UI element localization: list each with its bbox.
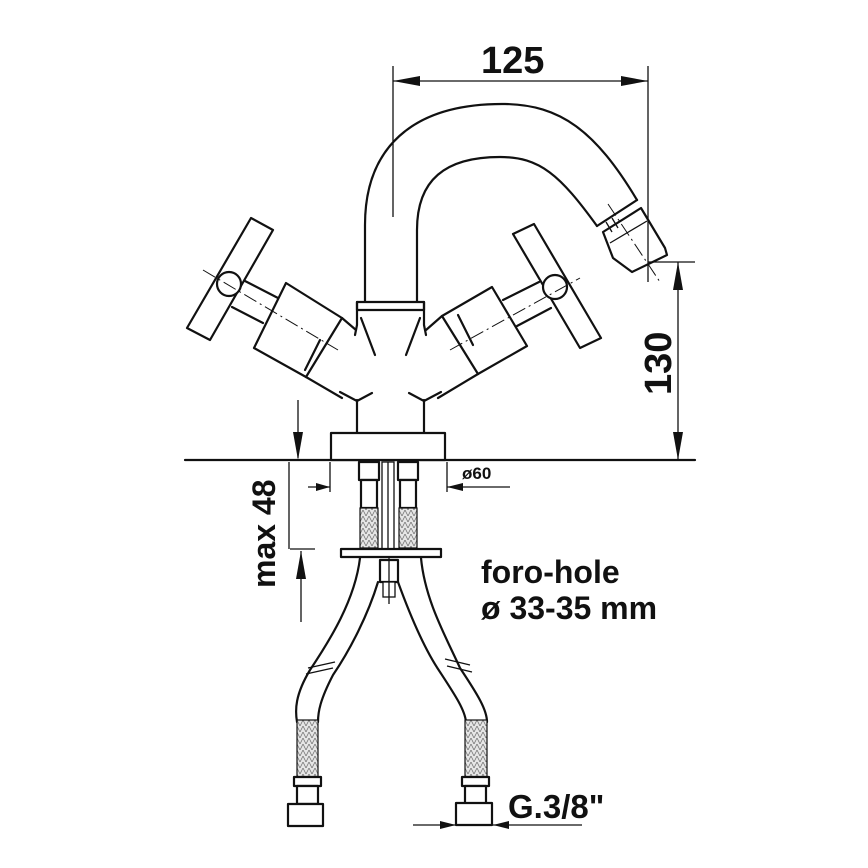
dimension-130	[648, 261, 695, 460]
mixer-body	[338, 300, 443, 434]
dimension-label-diameter-60: ø60	[462, 464, 492, 483]
dimension-label-130: 130	[638, 331, 680, 395]
hole-note-line2: ø 33-35 mm	[481, 590, 658, 626]
left-cross-handle	[185, 216, 358, 400]
dimension-diameter-60	[308, 462, 510, 492]
dimension-max-48	[288, 400, 315, 622]
flexible-braided-hoses	[294, 556, 489, 779]
hose-connectors-upper	[357, 460, 420, 549]
dimension-125	[392, 66, 649, 282]
dimension-label-max-48: max 48	[246, 479, 282, 588]
aerator-icon	[601, 203, 669, 283]
base-flange	[329, 431, 447, 462]
right-cross-handle	[424, 222, 603, 400]
thread-note: G.3/8"	[508, 788, 605, 825]
fixing-plate	[339, 547, 443, 604]
dimension-thread	[413, 821, 582, 829]
dimension-label-125: 125	[481, 40, 545, 82]
hose-nut-connectors	[286, 775, 494, 828]
hole-note-line1: foro-hole	[481, 554, 620, 590]
threaded-shank	[381, 461, 395, 553]
swan-neck-spout	[355, 102, 669, 312]
